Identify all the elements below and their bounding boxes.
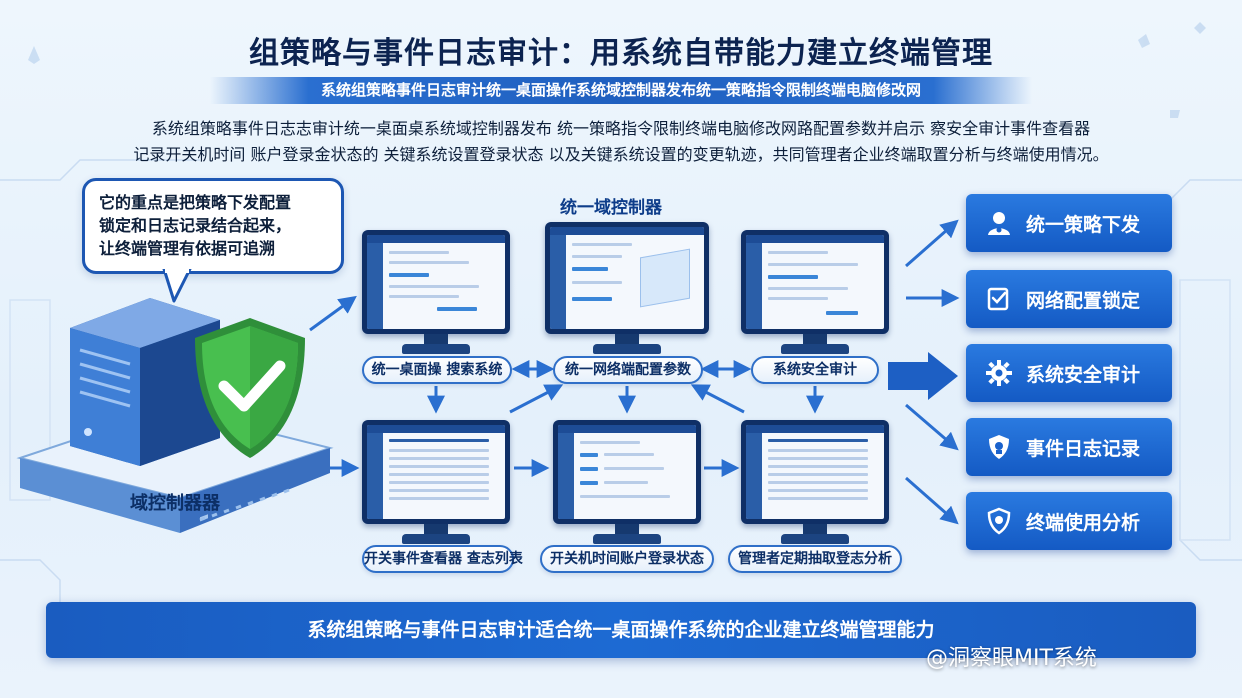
shield-icon	[982, 504, 1016, 538]
step-pill-top-1: 统一桌面操 搜索系统	[362, 356, 512, 384]
step-pill-top-2: 统一网络端配置参数	[553, 356, 703, 384]
feature-label: 统一策略下发	[1026, 213, 1141, 236]
monitor-bottom-1	[362, 420, 510, 548]
user-icon	[982, 206, 1016, 240]
feature-label: 事件日志记录	[1026, 437, 1141, 460]
speech-bubble: 它的重点是把策略下发配置 锁定和日志记录结合起来， 让终端管理有依据可追溯	[82, 178, 344, 274]
step-pill-bottom-2: 开关机时间账户登录状态	[540, 545, 714, 573]
checklist-icon	[982, 282, 1016, 316]
feature-event-log[interactable]: 事件日志记录	[966, 418, 1172, 476]
monitor-top-3	[741, 230, 889, 358]
feature-unified-policy[interactable]: 统一策略下发	[966, 194, 1172, 252]
domain-controller-label: 域控制器器	[130, 493, 220, 514]
feature-label: 系统安全审计	[1026, 363, 1141, 386]
bubble-line-2: 锁定和日志记录结合起来，	[99, 216, 292, 235]
step-pill-top-3: 系统安全审计	[751, 356, 879, 384]
step-pill-bottom-1: 开关事件查看器 查志列表	[362, 545, 523, 573]
step-pill-bottom-3: 管理者定期抽取登志分析	[728, 545, 902, 573]
monitor-bottom-2	[553, 420, 701, 548]
domain-controller-illustration	[16, 298, 334, 533]
watermark: @洞察眼MIT系统	[926, 646, 1097, 671]
center-section-label: 统一域控制器	[560, 198, 662, 218]
gear-icon	[982, 356, 1016, 390]
footer-banner: 系统组策略与事件日志审计适合统一桌面操作系统的企业建立终端管理能力	[46, 602, 1196, 658]
bubble-tail-icon	[162, 269, 192, 303]
feature-label: 网络配置锁定	[1026, 289, 1141, 312]
feature-terminal-analysis[interactable]: 终端使用分析	[966, 492, 1172, 550]
subtitle-banner: 系统组策略事件日志审计统一桌面操作系统域控制器发布统一策略指令限制终端电脑修改网	[210, 77, 1032, 104]
feature-security-audit[interactable]: 系统安全审计	[966, 344, 1172, 402]
monitor-bottom-3	[741, 420, 889, 548]
feature-network-lock[interactable]: 网络配置锁定	[966, 270, 1172, 328]
bubble-line-3: 让终端管理有依据可追溯	[99, 239, 276, 258]
feature-label: 终端使用分析	[1026, 511, 1141, 534]
monitor-top-1	[362, 230, 510, 358]
shield-badge-icon	[982, 430, 1016, 464]
intro-line-1: 系统组策略事件日志志审计统一桌面桌系统域控制器发布 统一策略指令限制终端电脑修改…	[151, 119, 1091, 138]
monitor-top-2	[545, 222, 709, 354]
page-title: 组策略与事件日志审计：用系统自带能力建立终端管理	[249, 36, 993, 71]
bubble-line-1: 它的重点是把策略下发配置	[99, 193, 292, 212]
intro-paragraph: 系统组策略事件日志志审计统一桌面桌系统域控制器发布 统一策略指令限制终端电脑修改…	[60, 116, 1182, 168]
intro-line-2: 记录开关机时间 账户登录金状态的 关键系统设置登录状态 以及关键系统设置的变更轨…	[133, 145, 1109, 164]
